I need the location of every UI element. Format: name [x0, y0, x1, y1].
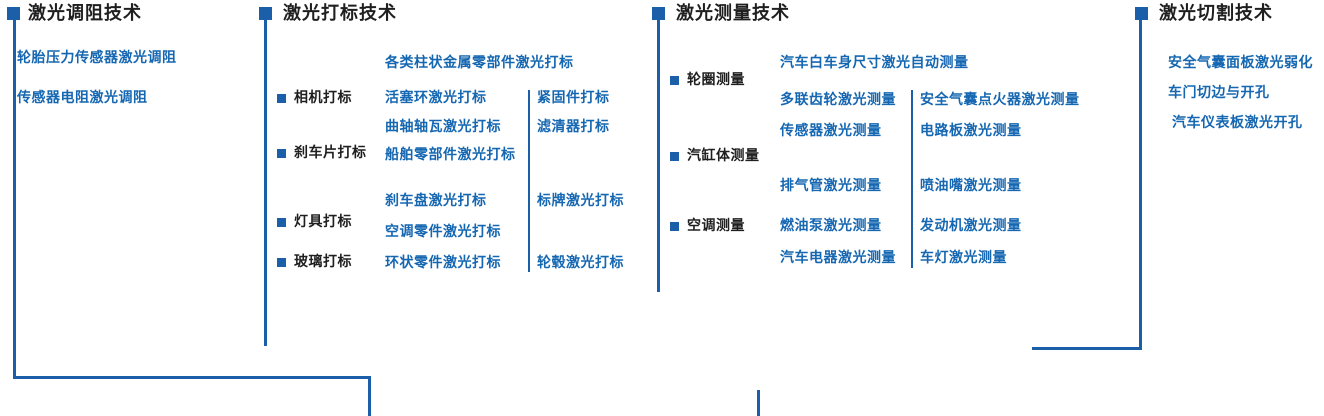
col2-item: 滤清器打标	[537, 119, 610, 135]
col3-spine-line	[657, 20, 660, 292]
col4-bottom-connector-line	[1032, 347, 1142, 350]
col3-item: 安全气囊点火器激光测量	[920, 92, 1080, 108]
col1-connector-line	[13, 20, 16, 378]
col2-title: 激光打标技术	[283, 3, 397, 24]
col3-subbullet-icon	[670, 152, 679, 161]
col2-spine-line	[264, 20, 267, 346]
col4-item: 汽车仪表板激光开孔	[1172, 115, 1303, 131]
col1-item: 传感器电阻激光调阻	[17, 90, 148, 106]
bottom-left-connector-line	[13, 376, 371, 379]
col3-item: 发动机激光测量	[920, 218, 1022, 234]
col2-item: 紧固件打标	[537, 90, 610, 106]
col3-subbullet-icon	[670, 222, 679, 231]
col2-subcategory: 刹车片打标	[294, 145, 367, 161]
col2-item: 船舶零部件激光打标	[385, 147, 516, 163]
col2-item: 空调零件激光打标	[385, 224, 501, 240]
col1-title: 激光调阻技术	[28, 3, 142, 24]
col2-item: 环状零件激光打标	[385, 255, 501, 271]
col2-subbullet-icon	[277, 149, 286, 158]
col2-item: 标牌激光打标	[537, 193, 624, 209]
col3-subcategory: 汽缸体测量	[687, 148, 760, 164]
col1-item: 轮胎压力传感器激光调阻	[17, 50, 177, 66]
col2-subbullet-icon	[277, 258, 286, 267]
col4-title: 激光切割技术	[1159, 3, 1273, 24]
col2-item: 刹车盘激光打标	[385, 193, 487, 209]
col3-subbullet-icon	[670, 76, 679, 85]
col3-item: 车灯激光测量	[920, 250, 1007, 266]
col3-subcategory: 空调测量	[687, 218, 745, 234]
col2-subcategory: 相机打标	[294, 90, 352, 106]
col2-item: 活塞环激光打标	[385, 90, 487, 106]
col3-item: 电路板激光测量	[920, 123, 1022, 139]
col3-bullet-square-icon	[652, 7, 665, 20]
bottom-center-drop-line	[757, 390, 760, 416]
col1-bullet-square-icon	[7, 7, 20, 20]
col2-subbullet-icon	[277, 218, 286, 227]
col3-item: 多联齿轮激光测量	[780, 92, 896, 108]
col3-item: 汽车电器激光测量	[780, 250, 896, 266]
col3-title: 激光测量技术	[676, 3, 790, 24]
col2-bullet-square-icon	[259, 7, 272, 20]
col2-wide-item: 各类柱状金属零部件激光打标	[385, 55, 574, 71]
col4-spine-line	[1139, 20, 1142, 350]
col4-item: 安全气囊面板激光弱化	[1168, 55, 1313, 71]
col4-bullet-square-icon	[1135, 7, 1148, 20]
col3-item: 排气管激光测量	[780, 178, 882, 194]
col2-item: 轮毂激光打标	[537, 255, 624, 271]
col2-subbullet-icon	[277, 94, 286, 103]
col4-item: 车门切边与开孔	[1168, 85, 1270, 101]
col2-list-divider-line	[528, 90, 530, 272]
col3-item: 传感器激光测量	[780, 123, 882, 139]
bottom-left-drop-line	[368, 376, 371, 416]
col3-item: 喷油嘴激光测量	[920, 178, 1022, 194]
col3-item: 燃油泵激光测量	[780, 218, 882, 234]
col3-list-divider-line	[911, 90, 913, 268]
col2-subcategory: 玻璃打标	[294, 254, 352, 270]
col3-wide-item: 汽车白车身尺寸激光自动测量	[780, 55, 969, 71]
col3-subcategory: 轮圈测量	[687, 72, 745, 88]
col2-subcategory: 灯具打标	[294, 214, 352, 230]
col2-item: 曲轴轴瓦激光打标	[385, 119, 501, 135]
